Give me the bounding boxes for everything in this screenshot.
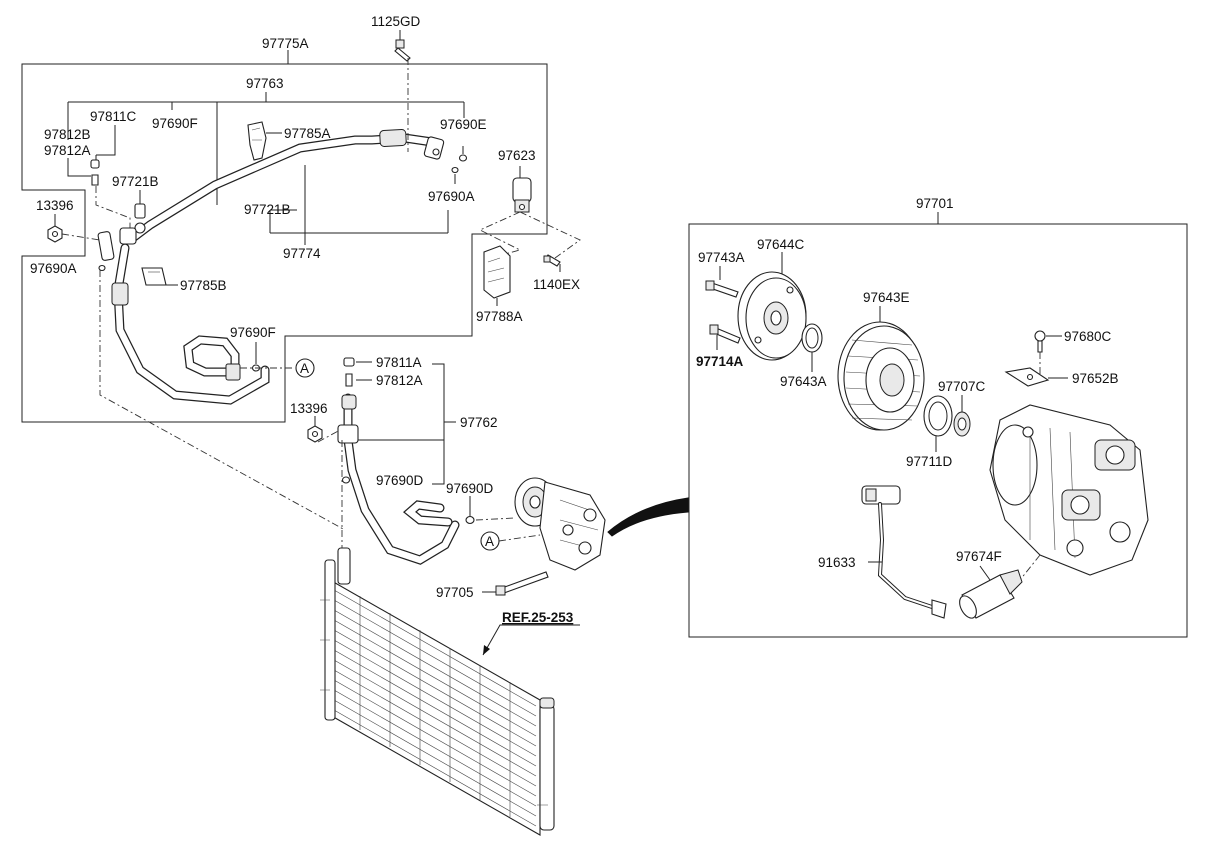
label-97652B: 97652B bbox=[1072, 371, 1119, 386]
label-97721B-mid: 97721B bbox=[244, 202, 291, 217]
condenser bbox=[320, 547, 555, 836]
label-1140EX: 1140EX bbox=[533, 277, 580, 292]
discharge-hose-assembly bbox=[97, 227, 270, 405]
bolt-1125GD bbox=[394, 39, 411, 62]
dashline-13396-top bbox=[61, 233, 101, 241]
label-97711D: 97711D bbox=[906, 454, 953, 469]
label-97788A: 97788A bbox=[476, 309, 523, 324]
bracket-block-97788A bbox=[483, 245, 511, 299]
wire-harness-91633 bbox=[861, 485, 947, 619]
assembly-boundary-97775A bbox=[21, 63, 548, 423]
label-97714A: 97714A bbox=[696, 354, 744, 369]
suction-hose-assembly bbox=[125, 129, 445, 245]
o-ring-97690D-left bbox=[341, 476, 351, 484]
o-ring-97690A-left bbox=[98, 264, 106, 272]
label-97680C: 97680C bbox=[1064, 329, 1112, 344]
label-97643A: 97643A bbox=[780, 374, 827, 389]
valve-97623 bbox=[512, 177, 532, 213]
label-97690D-right: 97690D bbox=[446, 481, 494, 496]
label-97690D-left: 97690D bbox=[376, 473, 424, 488]
compressor-large bbox=[989, 404, 1149, 576]
o-ring-97690D-right bbox=[465, 515, 475, 525]
label-97811A: 97811A bbox=[376, 355, 422, 370]
coil-ring-97711D bbox=[923, 395, 953, 437]
compressor-small bbox=[514, 477, 606, 571]
label-97701: 97701 bbox=[916, 196, 954, 211]
label-97812A-mid: 97812A bbox=[376, 373, 423, 388]
label-97762: 97762 bbox=[460, 415, 498, 430]
ref-arrowhead bbox=[483, 645, 490, 655]
detail-arrow bbox=[607, 497, 689, 537]
label-97775A: 97775A bbox=[262, 36, 309, 51]
bracket-97774 bbox=[269, 165, 449, 245]
label-97707C: 97707C bbox=[938, 379, 986, 394]
callout-A1-circle bbox=[295, 358, 315, 378]
leader-97674F bbox=[979, 565, 991, 581]
cap-97721B bbox=[134, 203, 146, 234]
dashline-97690A-left bbox=[99, 270, 346, 531]
label-97811C: 97811C bbox=[90, 109, 137, 124]
label-97812A-top: 97812A bbox=[44, 143, 91, 158]
seal-97707C bbox=[953, 411, 971, 437]
o-ring-97690E bbox=[458, 154, 468, 162]
fitting-97812A-top bbox=[90, 159, 100, 186]
clip-97785A bbox=[247, 121, 267, 161]
dashline-13396-mid bbox=[317, 429, 341, 443]
nut-13396-top bbox=[47, 225, 63, 243]
screw-97680C bbox=[1034, 330, 1046, 353]
bracket-97762 bbox=[358, 363, 445, 485]
clip-97785B bbox=[141, 267, 167, 286]
nut-13396-mid bbox=[307, 425, 323, 443]
callout-A1: A bbox=[300, 361, 309, 376]
leader-ref bbox=[482, 624, 580, 656]
label-97643E: 97643E bbox=[863, 290, 910, 305]
fitting-97812A-mid bbox=[345, 373, 353, 387]
bolt-97714A bbox=[709, 324, 741, 344]
label-97623: 97623 bbox=[498, 148, 536, 163]
bolt-97705 bbox=[495, 571, 549, 596]
label-97690E: 97690E bbox=[440, 117, 487, 132]
label-97690F-top: 97690F bbox=[152, 116, 198, 131]
label-97690F-mid: 97690F bbox=[230, 325, 276, 340]
bolt-1140EX bbox=[543, 254, 561, 267]
label-13396-mid: 13396 bbox=[290, 401, 328, 416]
label-91633: 91633 bbox=[818, 555, 856, 570]
label-97763: 97763 bbox=[246, 76, 284, 91]
label-97785A: 97785A bbox=[284, 126, 331, 141]
label-13396-top: 13396 bbox=[36, 198, 74, 213]
liquid-line-97762 bbox=[337, 393, 460, 565]
pressure-switch-97674F bbox=[959, 569, 1023, 619]
dashline-97812A bbox=[95, 186, 131, 230]
dashline-97674F bbox=[1019, 554, 1041, 581]
dashline-1140EX bbox=[478, 211, 581, 259]
bracket-97652B bbox=[1004, 367, 1050, 387]
label-97721B-left: 97721B bbox=[112, 174, 159, 189]
cap-97811A bbox=[343, 357, 355, 367]
dashline-A2 bbox=[498, 534, 541, 542]
callout-A2: A bbox=[485, 534, 494, 549]
label-97743A: 97743A bbox=[698, 250, 745, 265]
label-97690A-mid: 97690A bbox=[428, 189, 475, 204]
label-97785B: 97785B bbox=[180, 278, 227, 293]
label-97644C: 97644C bbox=[757, 237, 805, 252]
hub-plate-97644C bbox=[737, 271, 807, 361]
label-97705: 97705 bbox=[436, 585, 474, 600]
dashline-97690D bbox=[475, 517, 516, 521]
snap-ring-97643A bbox=[801, 323, 823, 353]
label-97690A-left: 97690A bbox=[30, 261, 77, 276]
label-ref-25-253: REF.25-253 bbox=[502, 610, 574, 625]
label-1125GD: 1125GD bbox=[371, 14, 421, 29]
bolt-97743A bbox=[705, 280, 739, 298]
label-97812B: 97812B bbox=[44, 127, 91, 142]
pulley-97643E bbox=[837, 321, 925, 431]
label-97674F: 97674F bbox=[956, 549, 1002, 564]
label-97774: 97774 bbox=[283, 246, 321, 261]
o-ring-97690A-mid bbox=[451, 166, 459, 174]
